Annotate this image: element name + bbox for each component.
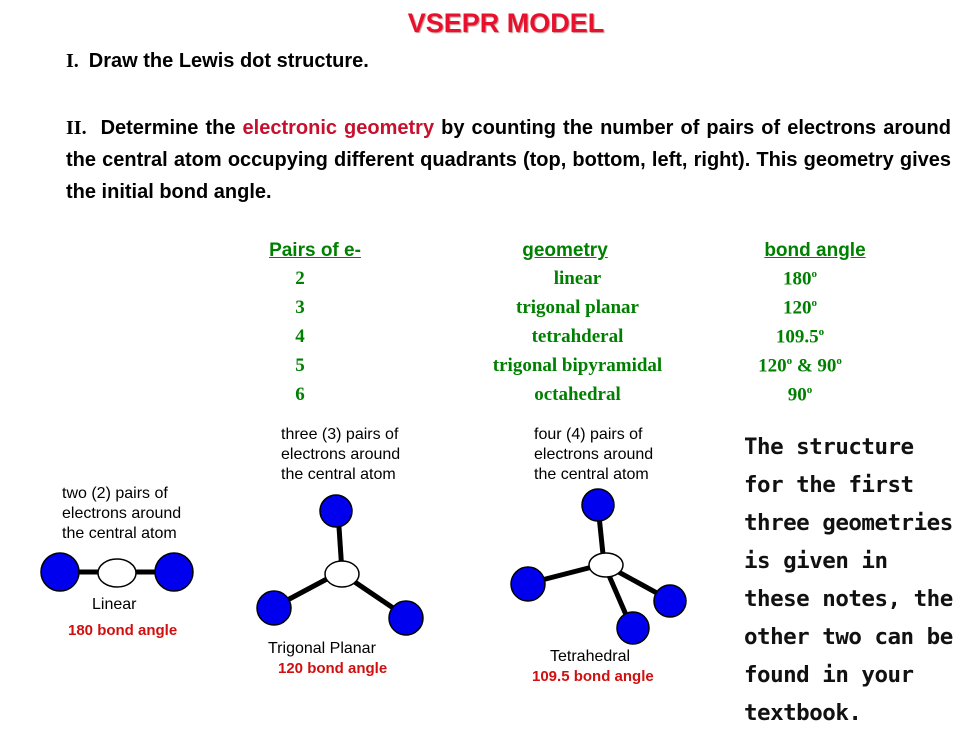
caption-line: four (4) pairs of <box>534 426 643 443</box>
central-atom <box>324 560 360 588</box>
trigonal-name: Trigonal Planar <box>268 640 376 657</box>
header-bond-angle: bond angle <box>764 240 866 261</box>
header-pairs: Pairs of e- <box>269 240 361 261</box>
step-two-numeral: II. <box>66 117 87 139</box>
outer-atom <box>616 611 650 645</box>
step-two: II. Determine the electronic geometry by … <box>66 112 951 208</box>
pairs-cell: 6 <box>240 384 360 406</box>
caption-line: electrons around <box>62 505 182 522</box>
geometry-cell: trigonal planar <box>455 297 700 319</box>
textbook-note: The structure for the first three geomet… <box>744 434 953 726</box>
trigonal-angle-label: 120 bond angle <box>278 660 388 677</box>
degree-mark: o <box>818 326 825 338</box>
geometry-cell: tetrahderal <box>455 326 700 348</box>
linear-molecule <box>40 552 194 592</box>
outer-atom <box>388 600 424 636</box>
degree-mark: o <box>836 355 842 367</box>
outer-atom <box>256 590 292 626</box>
geometry-value: trigonal bipyramidal <box>492 355 663 376</box>
step-two-text-after: by counting the number of pairs of elect… <box>66 117 951 203</box>
geometry-cell: octahedral <box>455 384 700 406</box>
geometry-value: linear <box>553 268 602 289</box>
degree-mark: o <box>786 355 793 367</box>
central-atom <box>97 558 137 588</box>
angle-value: 180 <box>783 268 812 290</box>
caption-line: electrons around <box>281 446 401 463</box>
caption-line: three (3) pairs of <box>281 426 399 443</box>
bond-angle-cell: 180o <box>720 268 880 290</box>
outer-atom <box>510 566 546 602</box>
pairs-cell: 3 <box>240 297 360 319</box>
angle-extra: & 90 <box>792 355 837 377</box>
angle-value: 109.5 <box>775 326 819 348</box>
tetrahedral-caption: four (4) pairs of electrons around the c… <box>534 425 653 485</box>
pairs-value: 4 <box>295 326 305 347</box>
trigonal-planar-molecule <box>256 494 424 636</box>
bond-angle-cell: 90o <box>720 384 880 406</box>
geometry-value: octahedral <box>534 384 621 405</box>
caption-line: the central atom <box>281 466 396 483</box>
outer-atom <box>40 552 80 592</box>
linear-name: Linear <box>92 596 137 613</box>
pairs-value: 6 <box>295 384 305 405</box>
bond-angle-cell: 109.5o <box>720 326 880 348</box>
tetrahedral-angle-label: 109.5 bond angle <box>532 668 654 685</box>
geometry-cell: linear <box>455 268 700 290</box>
angle-value: 120 <box>758 355 787 377</box>
linear-caption: two (2) pairs of electrons around the ce… <box>62 484 181 544</box>
step-one-text: Draw the Lewis dot structure. <box>88 50 369 72</box>
pairs-cell: 5 <box>240 355 360 377</box>
caption-line: the central atom <box>62 525 177 542</box>
pairs-cell: 4 <box>240 326 360 348</box>
step-one: I. Draw the Lewis dot structure. <box>66 50 369 73</box>
outer-atom <box>154 552 194 592</box>
degree-mark: o <box>806 384 813 396</box>
trigonal-caption: three (3) pairs of electrons around the … <box>281 425 400 485</box>
tetrahedral-molecule <box>510 488 687 645</box>
header-geometry: geometry <box>522 240 608 261</box>
pairs-value: 2 <box>295 268 305 289</box>
pairs-value: 5 <box>295 355 305 376</box>
degree-mark: o <box>811 268 818 280</box>
geometry-value: tetrahderal <box>531 326 624 347</box>
step-two-text-before: Determine the <box>100 117 243 139</box>
geometry-value: trigonal planar <box>516 297 639 318</box>
outer-atom <box>653 584 687 618</box>
outer-atom <box>581 488 615 522</box>
bond-angle-cell: 120o <box>720 297 880 319</box>
pairs-cell: 2 <box>240 268 360 290</box>
outer-atom <box>319 494 353 528</box>
central-atom <box>588 552 624 578</box>
electronic-geometry-term: electronic geometry <box>242 117 435 139</box>
angle-value: 120 <box>783 297 812 319</box>
tetrahedral-name: Tetrahedral <box>550 648 631 665</box>
degree-mark: o <box>811 297 818 309</box>
page-title: VSEPR MODEL <box>407 8 605 38</box>
step-one-numeral: I. <box>66 50 79 72</box>
bond-angle-cell: 120o & 90o <box>720 355 880 377</box>
caption-line: two (2) pairs of <box>62 485 168 502</box>
geometry-cell: trigonal bipyramidal <box>455 355 700 377</box>
angle-value: 90 <box>787 384 807 406</box>
linear-angle-label: 180 bond angle <box>68 622 178 639</box>
caption-line: electrons around <box>534 446 654 463</box>
pairs-value: 3 <box>295 297 305 318</box>
caption-line: the central atom <box>534 466 649 483</box>
